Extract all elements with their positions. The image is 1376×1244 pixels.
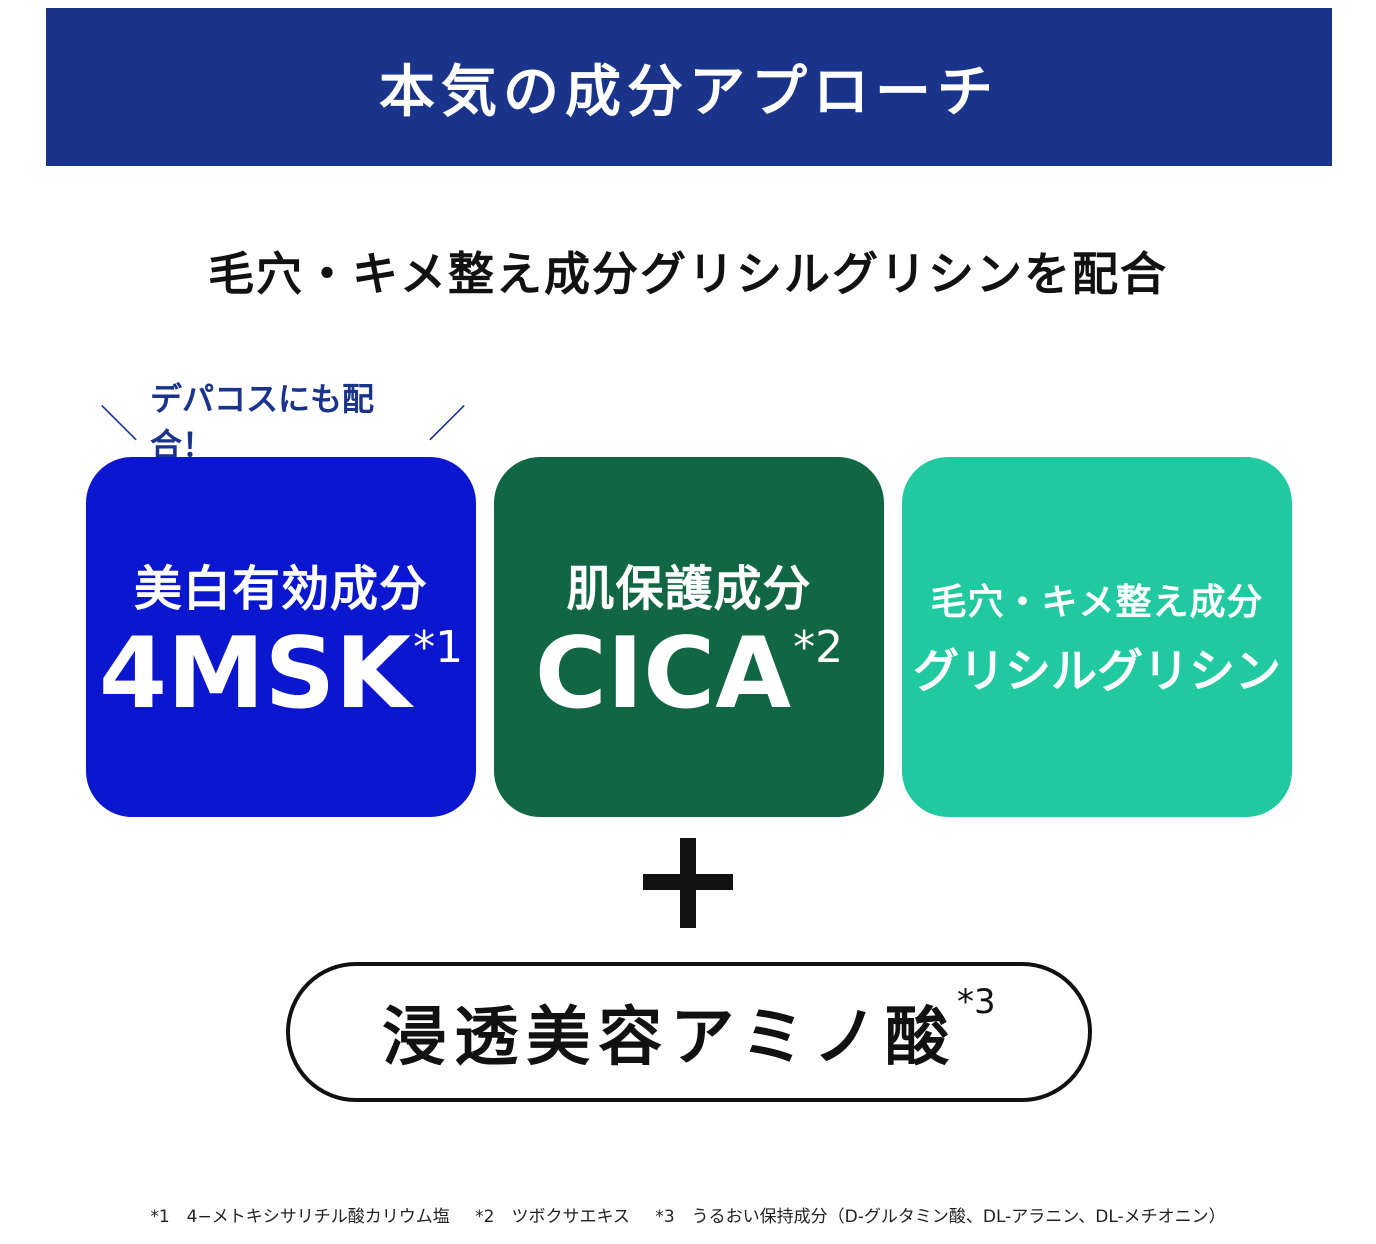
pill-note: *3 — [957, 982, 996, 1022]
card-note: *1 — [413, 621, 464, 673]
card-ingredient-name: CICA*2 — [535, 621, 844, 726]
ingredient-card-glycylglycine: 毛穴・キメ整え成分 グリシルグリシン — [902, 457, 1292, 817]
footnote-3: *3 うるおい保持成分（D-グルタミン酸、DL-アラニン、DL-メチオニン） — [655, 1207, 1226, 1227]
footnotes: *1 4−メトキシサリチル酸カリウム塩 *2 ツボクサエキス *3 うるおい保持… — [0, 1202, 1376, 1227]
card-label: 肌保護成分 — [566, 560, 812, 617]
callout-text: デパコスにも配合！ — [150, 380, 375, 464]
callout-slash-left: ＼ — [100, 401, 139, 446]
card-big-text: 4MSK — [98, 616, 412, 731]
callout-slash-right: ／ — [427, 401, 466, 446]
footnote-1: *1 4−メトキシサリチル酸カリウム塩 — [150, 1207, 450, 1227]
pill-text: 浸透美容アミノ酸*3 — [382, 982, 995, 1078]
plus-icon — [643, 838, 733, 928]
callout: ＼ デパコスにも配合！ ／ — [88, 380, 478, 464]
card-label: 毛穴・キメ整え成分 — [930, 582, 1264, 623]
plus-icon-vertical — [680, 838, 696, 928]
footnote-2: *2 ツボクサエキス — [475, 1207, 630, 1227]
ingredient-card-4msk: 美白有効成分 4MSK*1 — [86, 457, 476, 817]
amino-acid-pill: 浸透美容アミノ酸*3 — [286, 962, 1092, 1102]
banner-title: 本気の成分アプローチ — [379, 59, 999, 125]
card-ingredient-name: グリシルグリシン — [913, 644, 1281, 698]
subtitle: 毛穴・キメ整え成分グリシルグリシンを配合 — [208, 247, 1168, 301]
ingredient-card-cica: 肌保護成分 CICA*2 — [494, 457, 884, 817]
card-ingredient-name: 4MSK*1 — [99, 621, 464, 726]
pill-label: 浸透美容アミノ酸 — [382, 1001, 958, 1075]
card-label: 美白有効成分 — [133, 560, 428, 617]
header-banner: 本気の成分アプローチ — [46, 8, 1332, 166]
card-note: *2 — [793, 621, 844, 673]
card-big-text: CICA — [534, 616, 792, 731]
